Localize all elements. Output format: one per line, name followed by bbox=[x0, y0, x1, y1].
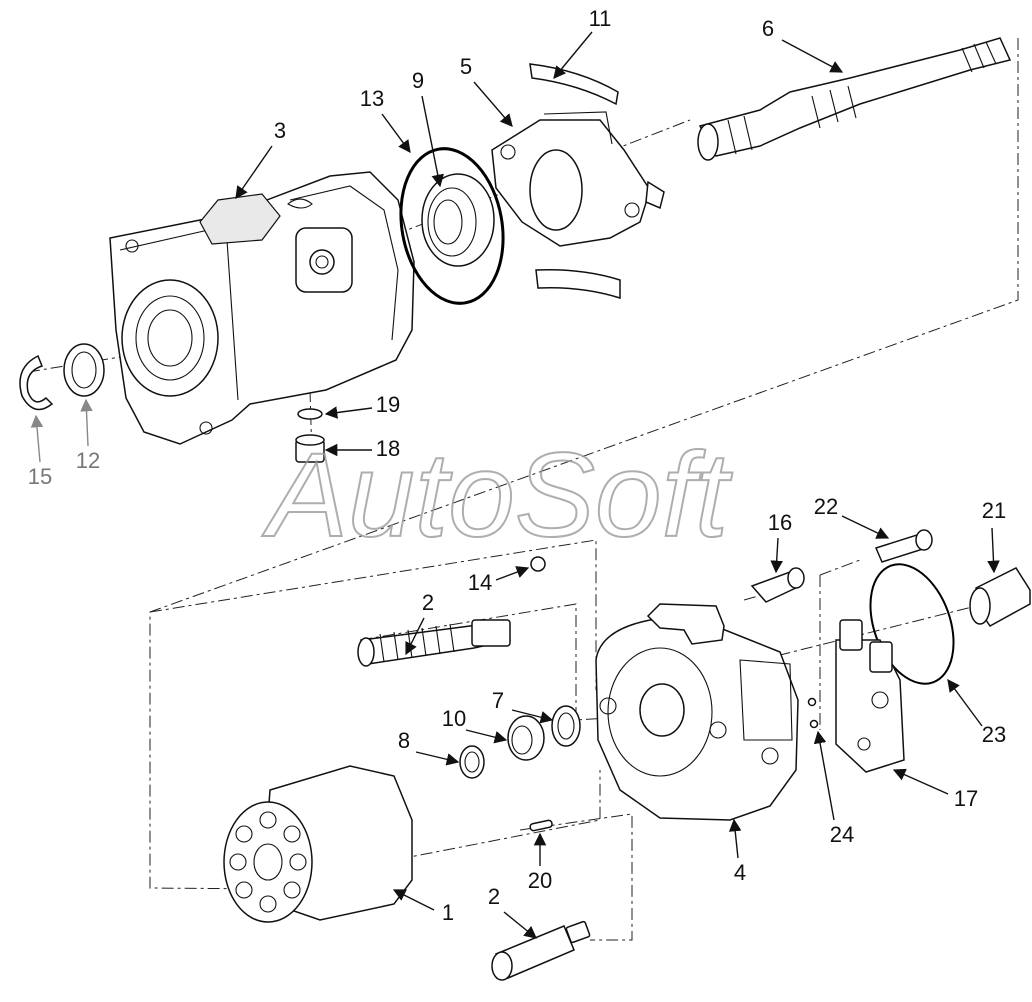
callout-label: 21 bbox=[982, 498, 1006, 523]
callout-label: 8 bbox=[398, 728, 410, 753]
callout-18: 18 bbox=[324, 436, 400, 461]
callout-label: 24 bbox=[830, 822, 854, 847]
callout-23: 23 bbox=[947, 678, 1006, 747]
callout-10: 10 bbox=[442, 706, 508, 744]
callout-label: 2 bbox=[422, 590, 434, 615]
callout-22: 22 bbox=[814, 494, 890, 539]
shim-part-7 bbox=[551, 705, 581, 747]
callout-12: 12 bbox=[76, 398, 100, 473]
plug-part-18 bbox=[295, 434, 325, 463]
callout-4: 4 bbox=[728, 818, 746, 885]
callout-label: 10 bbox=[442, 706, 466, 731]
callout-label: 4 bbox=[734, 860, 746, 885]
callout-19: 19 bbox=[324, 392, 400, 419]
bearing-part-10 bbox=[507, 715, 545, 761]
swashplate-part-5 bbox=[491, 119, 665, 247]
gasket-part-13 bbox=[399, 147, 505, 305]
o-ring-part-19 bbox=[297, 408, 323, 420]
callout-5: 5 bbox=[460, 54, 513, 127]
callout-14: 14 bbox=[468, 566, 530, 595]
callout-label: 3 bbox=[274, 118, 286, 143]
callout-label: 19 bbox=[376, 392, 400, 417]
callout-1: 1 bbox=[392, 889, 454, 925]
callout-13: 13 bbox=[360, 86, 411, 154]
callout-24: 24 bbox=[813, 730, 854, 847]
needle-bearing-part-21 bbox=[969, 567, 1031, 627]
callout-17: 17 bbox=[892, 768, 978, 811]
callout-label: 6 bbox=[762, 16, 774, 41]
callout-label: 23 bbox=[982, 722, 1006, 747]
shim-part-8 bbox=[459, 745, 485, 779]
cylinder-block-part-1 bbox=[223, 765, 413, 923]
callout-2-upper: 2 bbox=[405, 590, 434, 656]
callout-label: 13 bbox=[360, 86, 384, 111]
callout-8: 8 bbox=[398, 728, 460, 766]
shaft-part-6 bbox=[697, 37, 1012, 161]
piston-part-2-lower bbox=[491, 920, 591, 981]
cradle-bearing-part-11 bbox=[529, 63, 621, 300]
callout-label: 16 bbox=[768, 510, 792, 535]
callout-label: 1 bbox=[442, 900, 454, 925]
callout-15: 15 bbox=[28, 414, 52, 489]
callout-21: 21 bbox=[982, 498, 1006, 574]
pin-part-20 bbox=[529, 819, 553, 832]
callout-2-lower: 2 bbox=[488, 884, 537, 939]
gasket-part-23 bbox=[869, 563, 955, 685]
callout-label: 22 bbox=[814, 494, 838, 519]
o-ring-part-14 bbox=[530, 556, 546, 572]
bearing-part-9 bbox=[421, 173, 495, 267]
callout-label: 11 bbox=[589, 6, 612, 31]
callout-label: 5 bbox=[460, 54, 472, 79]
callout-7: 7 bbox=[492, 688, 554, 724]
callout-11: 11 bbox=[553, 6, 612, 79]
callout-label: 9 bbox=[412, 68, 424, 93]
callout-label: 14 bbox=[468, 570, 492, 595]
spring-assembly-part-2-upper bbox=[357, 619, 511, 667]
watermark-text: AutoSoft bbox=[262, 428, 733, 562]
control-valve-part-17 bbox=[835, 619, 905, 773]
callout-label: 12 bbox=[76, 448, 100, 473]
callout-label: 17 bbox=[954, 786, 978, 811]
callout-label: 7 bbox=[492, 688, 504, 713]
callout-6: 6 bbox=[762, 16, 844, 73]
callout-20: 20 bbox=[528, 832, 552, 893]
snap-ring-part-15 bbox=[19, 354, 54, 411]
o-rings-part-24 bbox=[807, 697, 819, 729]
callout-label: 20 bbox=[528, 868, 552, 893]
callout-label: 15 bbox=[28, 464, 52, 489]
callout-9: 9 bbox=[412, 68, 444, 188]
housing-part-3 bbox=[109, 171, 415, 445]
callout-label: 2 bbox=[488, 884, 500, 909]
port-block-part-4 bbox=[595, 603, 799, 821]
screw-part-22 bbox=[874, 529, 933, 563]
callout-16: 16 bbox=[768, 510, 792, 574]
callout-3: 3 bbox=[235, 118, 286, 200]
screw-part-16 bbox=[750, 567, 805, 603]
callout-label: 18 bbox=[376, 436, 400, 461]
shaft-seal-part-12 bbox=[63, 343, 105, 397]
